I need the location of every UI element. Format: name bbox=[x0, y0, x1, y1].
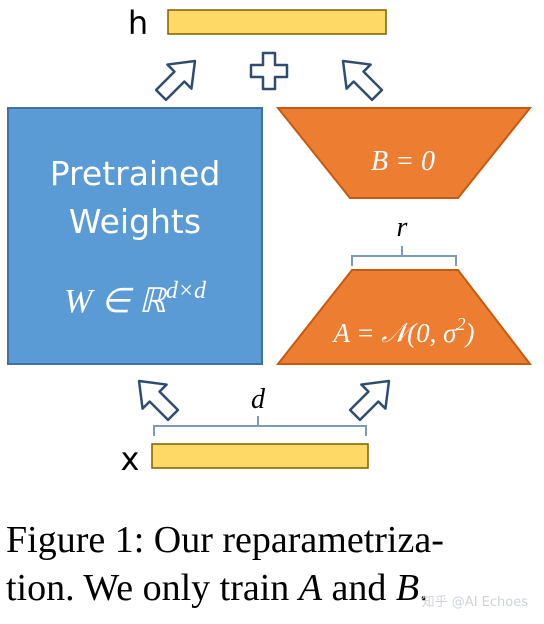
caption-var-b: B bbox=[395, 567, 420, 609]
pretrained-formula: W ∈ ℝd×d bbox=[64, 278, 207, 320]
plus-icon bbox=[249, 51, 289, 91]
dim-brace bbox=[153, 416, 367, 436]
input-label: x bbox=[121, 440, 140, 478]
rank-brace bbox=[351, 246, 457, 266]
figure-caption: Figure 1: Our reparametriza- tion. We on… bbox=[6, 516, 542, 612]
rank-label: r bbox=[397, 212, 408, 243]
arrow-b-to-h-icon bbox=[341, 59, 384, 102]
pretrained-formula-sup: d×d bbox=[166, 278, 207, 304]
matrix-a-label: A = 𝒩(0, σ2) bbox=[332, 314, 475, 348]
pretrained-formula-main: W ∈ ℝ bbox=[64, 283, 168, 320]
caption-line2-prefix: tion. We only train bbox=[6, 567, 299, 609]
arrow-x-to-pretrained-icon bbox=[137, 379, 180, 422]
arrow-x-to-a-icon bbox=[348, 379, 391, 422]
output-vector-h bbox=[167, 9, 387, 35]
matrix-a-tail: ) bbox=[463, 318, 474, 348]
dim-label: d bbox=[251, 384, 266, 415]
pretrained-title-line2: Weights bbox=[69, 202, 201, 241]
caption-var-a: A bbox=[298, 567, 323, 609]
lora-diagram: h Pretrained Weights W ∈ ℝd×d B = 0 r A … bbox=[7, 4, 533, 478]
caption-line2-suffix: . bbox=[419, 567, 429, 609]
watermark: 知乎 @AI Echoes bbox=[421, 595, 528, 610]
matrix-a-trapezoid bbox=[275, 269, 533, 365]
matrix-a-sup: 2 bbox=[456, 314, 465, 334]
input-vector-x bbox=[151, 443, 369, 469]
pretrained-weights-box bbox=[7, 107, 263, 365]
matrix-b-trapezoid bbox=[275, 107, 533, 199]
matrix-b-label: B = 0 bbox=[371, 146, 435, 177]
caption-line2-mid: and bbox=[322, 567, 396, 609]
matrix-a-main: A = 𝒩(0, σ bbox=[332, 318, 459, 348]
arrow-pretrained-to-h-icon bbox=[154, 59, 197, 102]
caption-line1: Figure 1: Our reparametriza- bbox=[6, 519, 444, 561]
output-label: h bbox=[128, 4, 148, 42]
pretrained-title-line1: Pretrained bbox=[50, 154, 221, 193]
